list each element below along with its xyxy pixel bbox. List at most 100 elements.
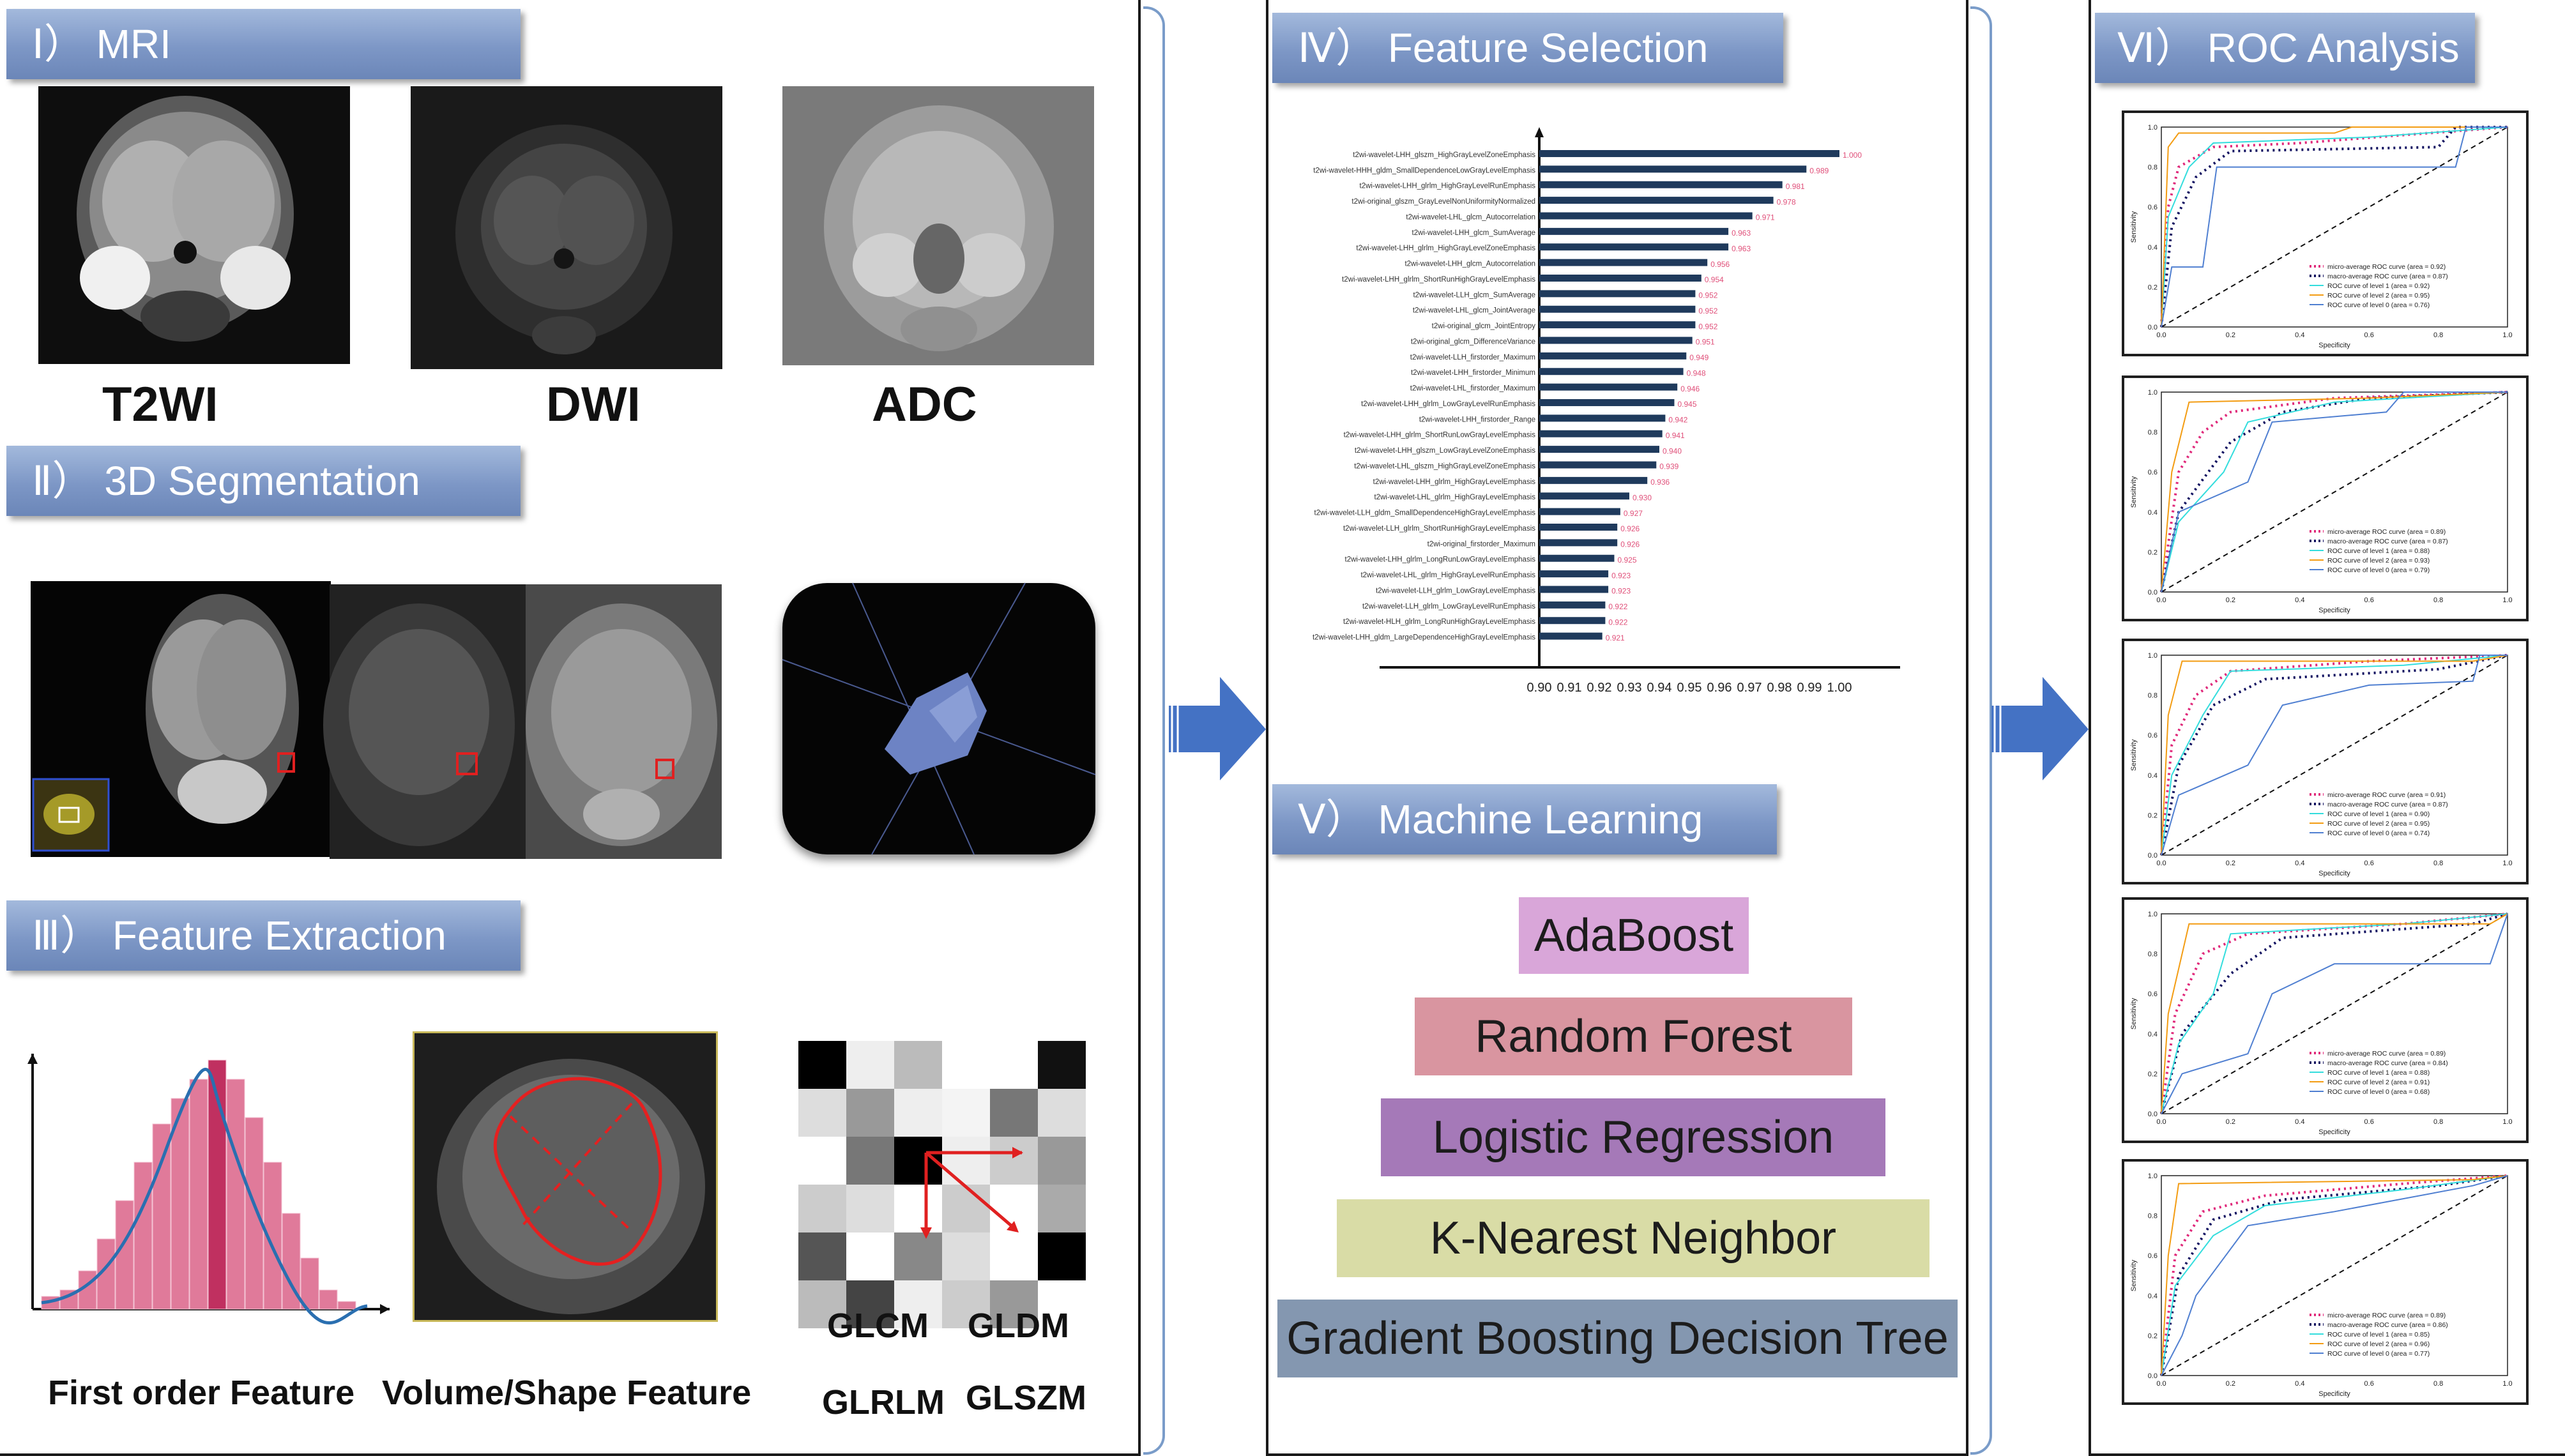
feature-bar	[1539, 446, 1659, 453]
roc-x-tick: 0.4	[2295, 596, 2304, 604]
texture-cell	[798, 1232, 846, 1280]
texture-cell	[846, 1137, 894, 1185]
feature-bar	[1539, 337, 1693, 344]
roc-plot-frame	[2161, 655, 2508, 856]
roc-legend-entry: ROC curve of level 0 (area = 0.74)	[2327, 830, 2430, 837]
roc-x-tick: 0.8	[2433, 1380, 2443, 1388]
roc-curve-level1	[2161, 655, 2508, 856]
brace-panel-2	[1970, 6, 1992, 1455]
feature-name-label: t2wi-wavelet-LLH_glcm_SumAverage	[1413, 291, 1535, 299]
roc-y-tick: 0.8	[2148, 164, 2158, 172]
feature-name-label: t2wi-wavelet-LHL_glszm_HighGrayLevelZone…	[1354, 462, 1535, 470]
roc-legend-entry: micro-average ROC curve (area = 0.89)	[2327, 1312, 2446, 1319]
roc-plot-frame	[2161, 913, 2508, 1114]
roc-y-tick: 0.2	[2148, 1070, 2158, 1078]
label-t2wi: T2WI	[102, 377, 218, 432]
feature-bar	[1539, 399, 1675, 406]
histogram-bar	[152, 1123, 171, 1310]
feature-value-label: 0.940	[1663, 446, 1682, 455]
roc-ylabel: Sensitivity	[2130, 997, 2138, 1029]
roc-curve-level0	[2161, 391, 2508, 593]
feature-bar	[1539, 461, 1657, 469]
roc-legend-entry: ROC curve of level 0 (area = 0.79)	[2327, 566, 2430, 574]
feature-bar	[1539, 383, 1678, 391]
histogram-bar	[337, 1301, 356, 1310]
feature-bar	[1539, 275, 1701, 282]
roc-legend-entry: micro-average ROC curve (area = 0.89)	[2327, 528, 2446, 536]
roc-legend-entry: macro-average ROC curve (area = 0.84)	[2327, 1059, 2448, 1067]
roc-y-tick: 0.2	[2148, 1332, 2158, 1340]
roc-x-tick: 0.4	[2295, 1118, 2304, 1126]
roc-curve-level2	[2161, 1175, 2508, 1376]
roc-y-tick: 0.0	[2148, 324, 2158, 331]
texture-cell	[798, 1137, 846, 1185]
roc-y-tick: 1.0	[2148, 124, 2158, 132]
roc-y-tick: 0.8	[2148, 429, 2158, 437]
feature-value-label: 0.922	[1608, 602, 1627, 611]
texture-cell	[1038, 1041, 1086, 1089]
roc-x-tick: 0.0	[2156, 1380, 2166, 1388]
texture-cell	[894, 1089, 942, 1137]
label-glcm: GLCM	[827, 1307, 929, 1345]
feature-value-label: 0.948	[1687, 368, 1706, 377]
roc-y-tick: 0.6	[2148, 990, 2158, 998]
texture-cell	[990, 1232, 1038, 1280]
roc-y-tick: 0.8	[2148, 1213, 2158, 1220]
feature-name-label: t2wi-wavelet-LHL_glcm_JointAverage	[1413, 307, 1535, 315]
label-volume-shape: Volume/Shape Feature	[382, 1374, 752, 1412]
roc-y-tick: 1.0	[2148, 1172, 2158, 1180]
feature-value-label: 0.945	[1678, 400, 1697, 409]
feature-name-label: t2wi-original_firstorder_Maximum	[1427, 540, 1535, 548]
texture-cell	[942, 1089, 990, 1137]
histogram-bar	[319, 1289, 338, 1310]
feature-bar	[1539, 617, 1606, 625]
roc-legend-entry: macro-average ROC curve (area = 0.87)	[2327, 538, 2448, 545]
feature-name-label: t2wi-wavelet-LLH_gldm_SmallDependenceHig…	[1314, 510, 1536, 517]
roc-ylabel: Sensitivity	[2130, 211, 2138, 243]
feature-value-label: 0.941	[1666, 431, 1685, 440]
roc-x-tick: 0.2	[2226, 1118, 2235, 1126]
texture-cell	[894, 1232, 942, 1280]
roc-x-tick: 0.2	[2226, 331, 2235, 339]
x-tick-label: 0.91	[1557, 681, 1582, 695]
roc-y-tick: 0.4	[2148, 509, 2158, 517]
feature-value-label: 0.952	[1698, 322, 1717, 331]
x-tick-label: 0.96	[1707, 681, 1732, 695]
model-knn: K-Nearest Neighbor	[1337, 1199, 1929, 1277]
roc-curve-level0	[2161, 913, 2508, 1114]
roc-xlabel: Specificity	[2318, 1128, 2350, 1136]
roc-x-tick: 0.8	[2433, 1118, 2443, 1126]
texture-cell	[894, 1185, 942, 1232]
model-adaboost: AdaBoost	[1519, 897, 1749, 974]
feature-bar	[1539, 586, 1609, 593]
model-random-forest: Random Forest	[1415, 997, 1852, 1075]
roc-legend-entry: ROC curve of level 0 (area = 0.76)	[2327, 301, 2430, 309]
feature-value-label: 0.978	[1777, 197, 1796, 206]
roc-legend-entry: ROC curve of level 1 (area = 0.88)	[2327, 1069, 2430, 1077]
roc-x-tick: 0.8	[2433, 596, 2443, 604]
feature-name-label: t2wi-wavelet-LHH_glrlm_HighGrayLevelEmph…	[1373, 478, 1536, 486]
roc-y-tick: 0.6	[2148, 1252, 2158, 1260]
feature-bar	[1539, 212, 1753, 220]
texture-cell	[846, 1280, 894, 1328]
roc-curve-micro	[2160, 126, 2508, 328]
feature-name-label: t2wi-wavelet-LHH_gldm_LargeDependenceHig…	[1313, 634, 1535, 642]
texture-cell	[990, 1280, 1038, 1328]
roc-y-tick: 0.8	[2148, 692, 2158, 700]
roc-y-tick: 0.2	[2148, 549, 2158, 556]
texture-cell	[942, 1280, 990, 1328]
roc-legend-entry: micro-average ROC curve (area = 0.91)	[2327, 791, 2446, 799]
roc-curve-level0	[2161, 1175, 2508, 1376]
roc-y-tick: 0.0	[2148, 852, 2158, 860]
roc-y-tick: 1.0	[2148, 652, 2158, 660]
roc-x-tick: 0.4	[2295, 331, 2304, 339]
feature-name-label: t2wi-original_glszm_GrayLevelNonUniformi…	[1351, 198, 1535, 206]
feature-value-label: 0.942	[1668, 416, 1687, 425]
feature-value-label: 0.952	[1698, 291, 1717, 300]
texture-cell	[1038, 1089, 1086, 1137]
feature-name-label: t2wi-wavelet-LHH_firstorder_Minimum	[1411, 369, 1535, 377]
roc-x-tick: 0.2	[2226, 860, 2235, 867]
header-extraction: Ⅲ） Feature Extraction	[6, 900, 521, 971]
